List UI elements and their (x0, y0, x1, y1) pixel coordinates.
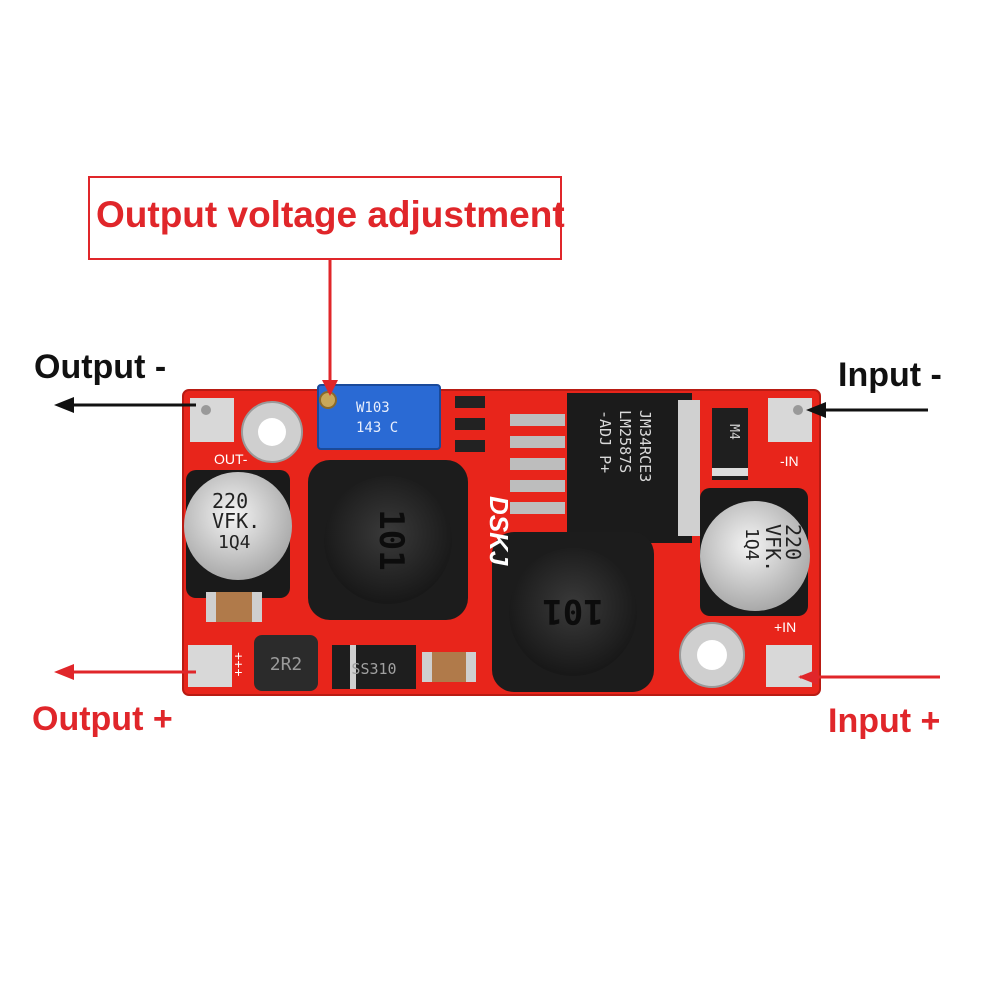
mounting-hole-bottom (679, 622, 745, 688)
cap-right-line3: 1Q4 (741, 528, 762, 561)
cap-left-line2: VFK. (212, 509, 260, 533)
adjust-label: Output voltage adjustment (96, 194, 565, 235)
silk-in-minus: -IN (780, 453, 799, 469)
output-minus-label: Output - (34, 348, 167, 386)
cap-right-line1: 220 (781, 524, 805, 560)
silk-in-plus: +IN (774, 619, 796, 635)
output-plus-label: Output + (32, 700, 173, 738)
cap-left-line1: 220 (212, 489, 248, 513)
output-plus-arrow (54, 664, 196, 680)
inductor-right: 101 (492, 532, 654, 692)
inductor-left-code: 101 (371, 509, 411, 570)
adjust-callout-box (88, 176, 562, 260)
output-plus-pad (188, 645, 232, 687)
input-minus-label: Input - (838, 356, 942, 394)
silk-out-minus: OUT- (214, 451, 248, 467)
cap-right-line2: VFK. (761, 524, 785, 572)
output-minus-pad (190, 398, 234, 442)
diode-code: SS310 (351, 660, 396, 678)
potentiometer: W103 143 C (317, 384, 441, 450)
adjust-pointer-arrow (322, 260, 338, 396)
capacitor-left: 220 VFK. 1Q4 (184, 470, 292, 598)
silk-out-plus: +++ (231, 652, 247, 677)
ic-marking-2: LM2587S (616, 410, 634, 473)
brand-logo-text: DSKJ (484, 496, 514, 566)
inductor-left: 101 (308, 460, 468, 620)
input-plus-arrow (798, 669, 940, 685)
schottky-diode: SS310 (332, 645, 416, 689)
inductor-right-code: 101 (542, 591, 603, 631)
small-inductor-code: 2R2 (270, 654, 303, 675)
smd-capacitor-left (206, 592, 262, 622)
m4-marking: M4 (726, 424, 741, 440)
m4-diode: M4 (712, 408, 748, 480)
input-plus-label: Input + (828, 702, 941, 740)
regulator-ic: JM34RCE3 LM2587S -ADJ P+ (510, 393, 700, 543)
small-inductor: 2R2 (254, 635, 318, 691)
pot-marking-2: 143 C (356, 420, 398, 436)
capacitor-right: 220 VFK. 1Q4 (700, 488, 810, 616)
ic-marking-3: -ADJ P+ (596, 410, 614, 473)
input-minus-pad (768, 398, 812, 442)
ic-marking-1: JM34RCE3 (636, 410, 654, 482)
pot-marking-1: W103 (356, 400, 390, 416)
output-minus-arrow (54, 397, 196, 413)
mounting-hole-top (241, 401, 303, 463)
input-plus-pad (766, 645, 812, 687)
input-minus-arrow (806, 402, 928, 418)
smd-capacitor-bottom (422, 652, 476, 682)
cap-left-line3: 1Q4 (218, 532, 251, 553)
